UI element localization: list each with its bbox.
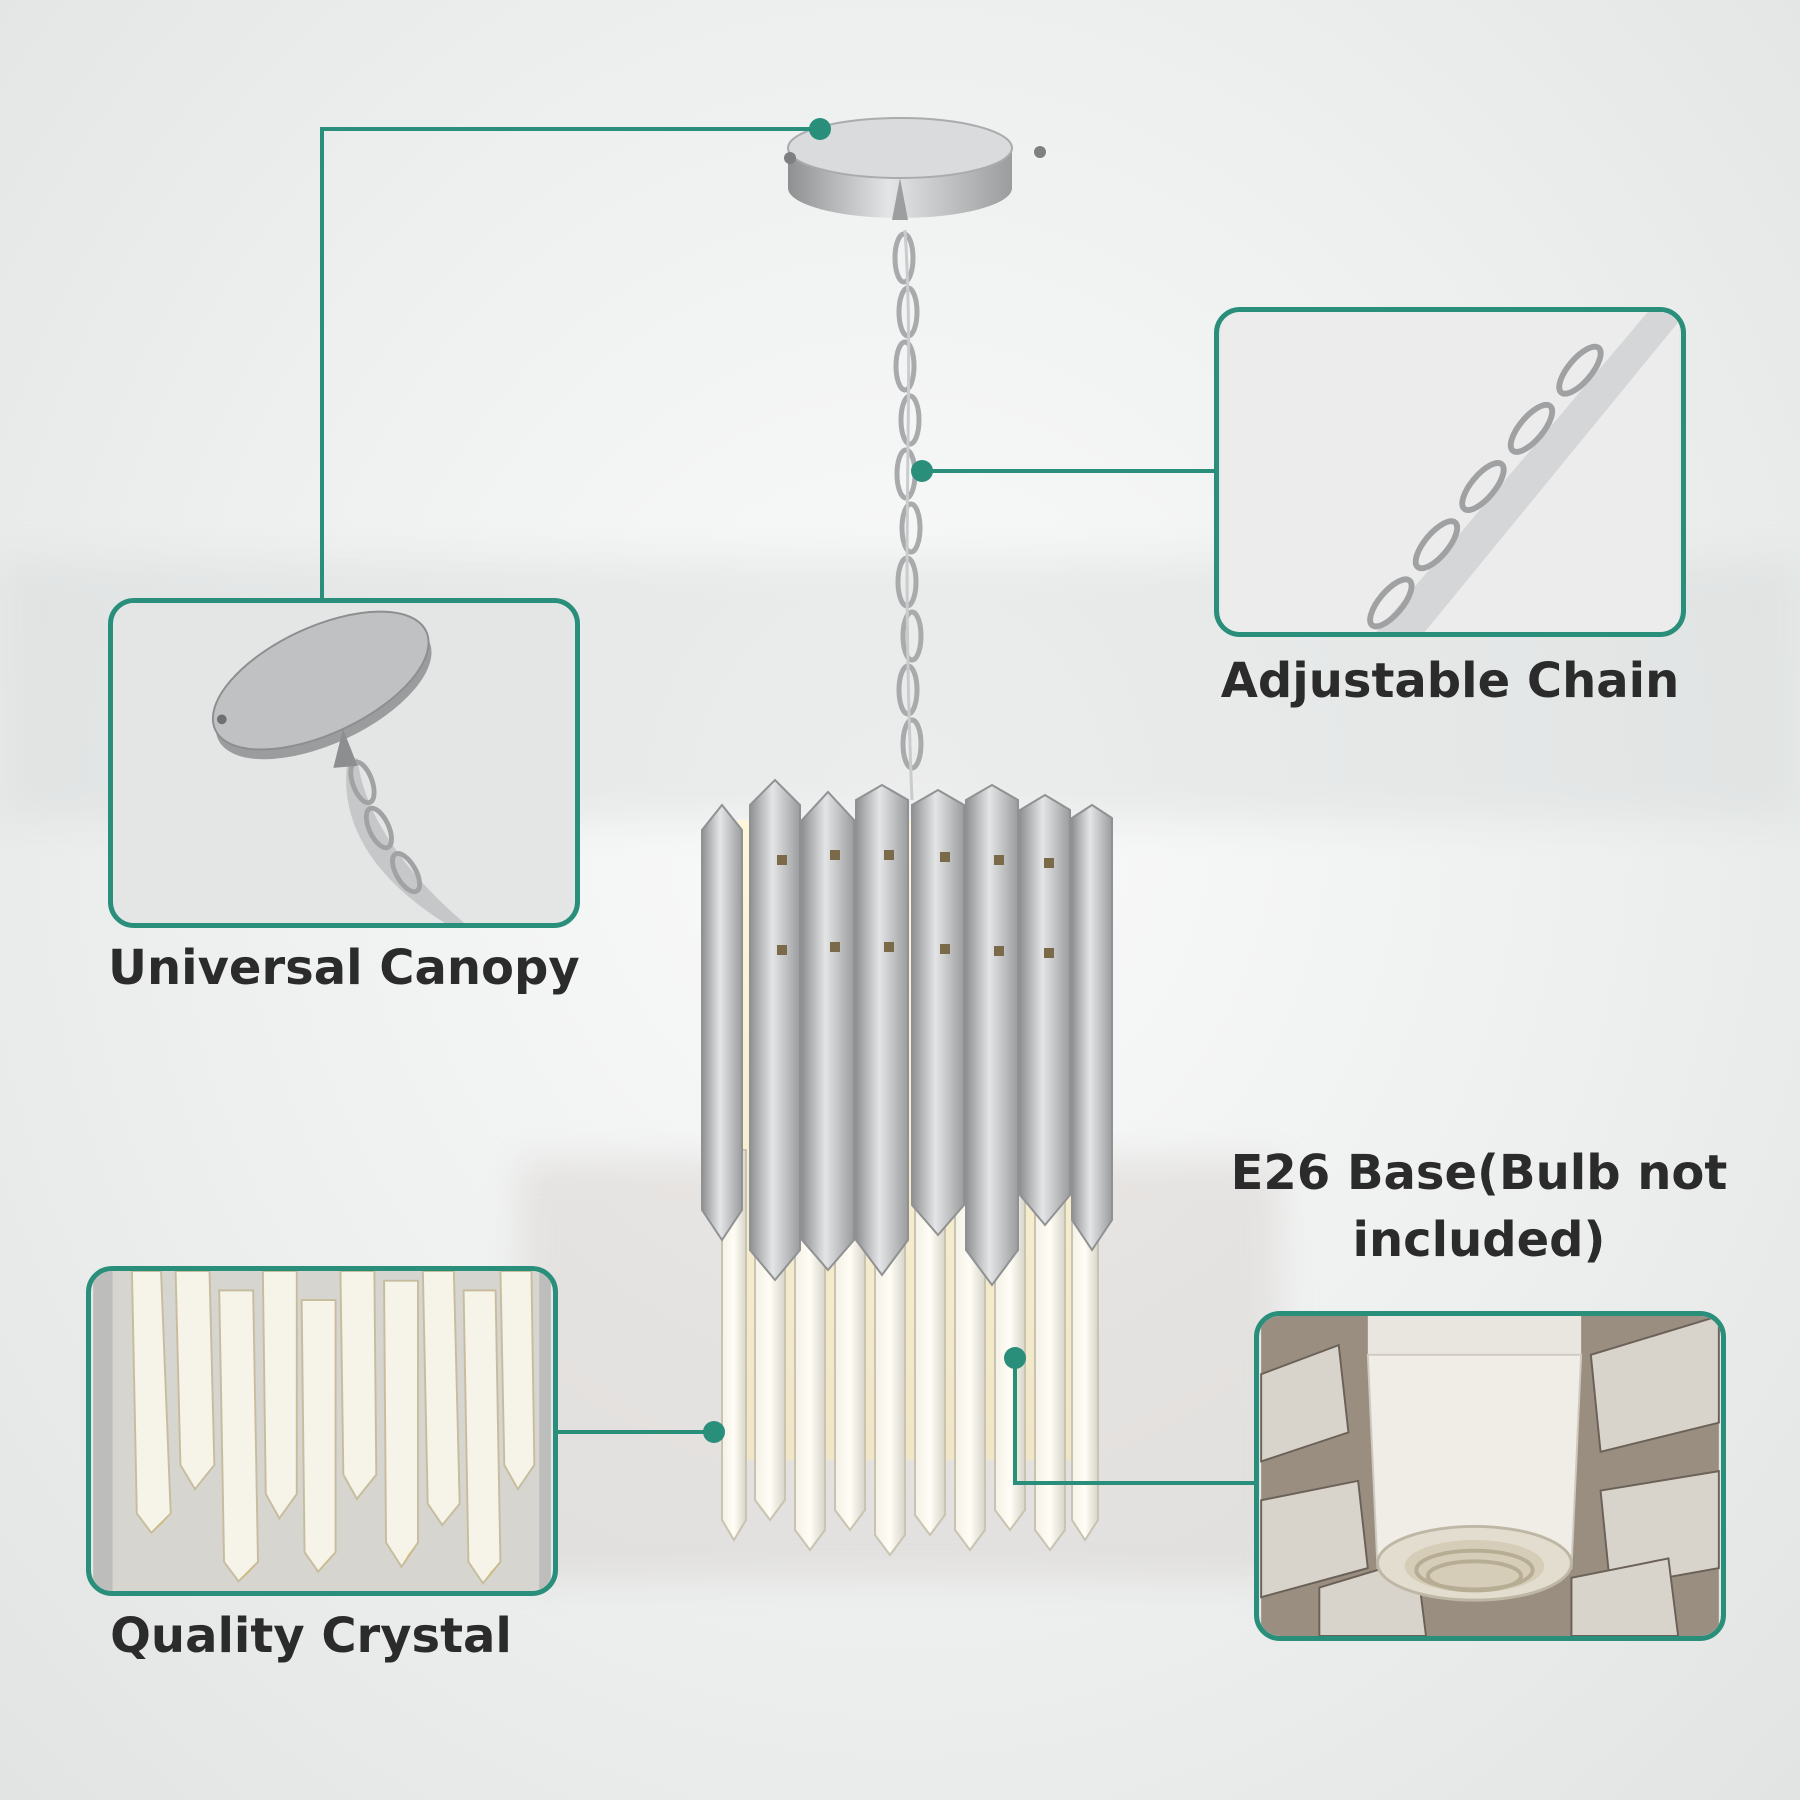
socket-closeup-image <box>1254 1311 1726 1641</box>
base-label-line-2: included) <box>1352 1212 1606 1269</box>
connector-line <box>556 1430 714 1434</box>
canopy-closeup-image <box>108 598 580 928</box>
connector-line <box>920 469 1216 473</box>
canopy-marker-dot <box>809 118 831 140</box>
crystal-marker-dot <box>703 1421 725 1443</box>
connector-line <box>1013 1356 1017 1483</box>
chain-marker-dot <box>911 460 933 482</box>
connector-line <box>320 127 820 131</box>
crystal-closeup-image <box>86 1266 558 1596</box>
connector-line <box>320 127 324 599</box>
base-label: E26 Base(Bulb not included) <box>1214 1140 1744 1274</box>
crystal-label: Quality Crystal <box>110 1608 512 1664</box>
base-marker-dot <box>1004 1347 1026 1369</box>
connector-line <box>1013 1481 1258 1485</box>
chain-label: Adjustable Chain <box>1220 653 1680 709</box>
base-label-line-1: E26 Base(Bulb not <box>1230 1145 1728 1201</box>
chain-closeup-image <box>1214 307 1686 637</box>
canopy-label: Universal Canopy <box>108 940 580 996</box>
